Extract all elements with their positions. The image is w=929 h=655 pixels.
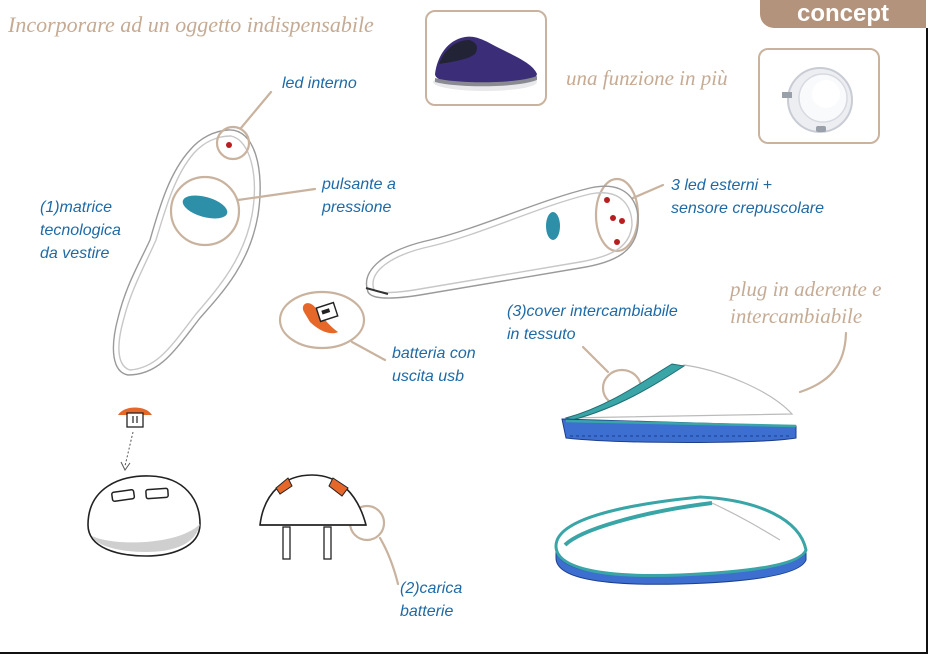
- side-button-icon: [546, 212, 560, 240]
- label-batteria: batteria con uscita usb: [392, 345, 476, 385]
- leader-led-interno: [239, 90, 273, 130]
- leader-cover: [581, 345, 610, 374]
- internal-led-icon: [226, 142, 232, 148]
- pressure-button-icon: [182, 195, 228, 219]
- usb-cap-icon: [118, 407, 152, 428]
- insole-right-outline: [365, 185, 639, 299]
- arrow-down-icon: [120, 461, 131, 471]
- callout-batteria: [278, 290, 366, 350]
- leader-pulsante: [236, 187, 317, 202]
- insole-left-outline: [112, 129, 261, 376]
- leader-carica: [378, 536, 400, 586]
- label-led-esterni: 3 led esterni + sensore crepuscolare: [671, 177, 824, 217]
- leader-led-esterni: [631, 183, 665, 200]
- label-carica: (2)carica batterie: [400, 580, 463, 620]
- intro-heading: Incorporare ad un oggetto indispensabile: [8, 12, 374, 37]
- slipper-icon: [433, 36, 537, 91]
- callout-pulsante: [169, 175, 241, 247]
- battery-usb-icon: [302, 301, 339, 334]
- slipper-cover-side-icon: [561, 363, 797, 443]
- charger-plug-icon: [259, 474, 368, 560]
- nightlight-photo: [758, 48, 880, 144]
- leader-batteria: [350, 340, 387, 362]
- leader-plug: [798, 331, 848, 394]
- label-plug: plug in aderente e intercambiabile: [730, 277, 882, 328]
- frame-border-right: [926, 28, 928, 652]
- external-leds-icon: [604, 197, 625, 245]
- charging-base-icon: [87, 475, 201, 557]
- slipper-photo: [425, 10, 547, 106]
- frame-border-bottom: [0, 652, 928, 654]
- label-pulsante: pulsante a pressione: [322, 176, 396, 216]
- concept-tab: concept: [760, 0, 926, 28]
- label-matrice: (1)matrice tecnologica da vestire: [40, 199, 121, 262]
- insert-arrow-line: [124, 431, 134, 467]
- nightlight-icon: [782, 67, 853, 133]
- extra-function-heading: una funzione in più: [566, 66, 728, 90]
- label-cover: (3)cover intercambiabile in tessuto: [507, 303, 678, 343]
- callout-led-interno: [215, 125, 251, 161]
- label-led-interno: led interno: [282, 75, 357, 92]
- slipper-cover-perspective-icon: [554, 495, 808, 585]
